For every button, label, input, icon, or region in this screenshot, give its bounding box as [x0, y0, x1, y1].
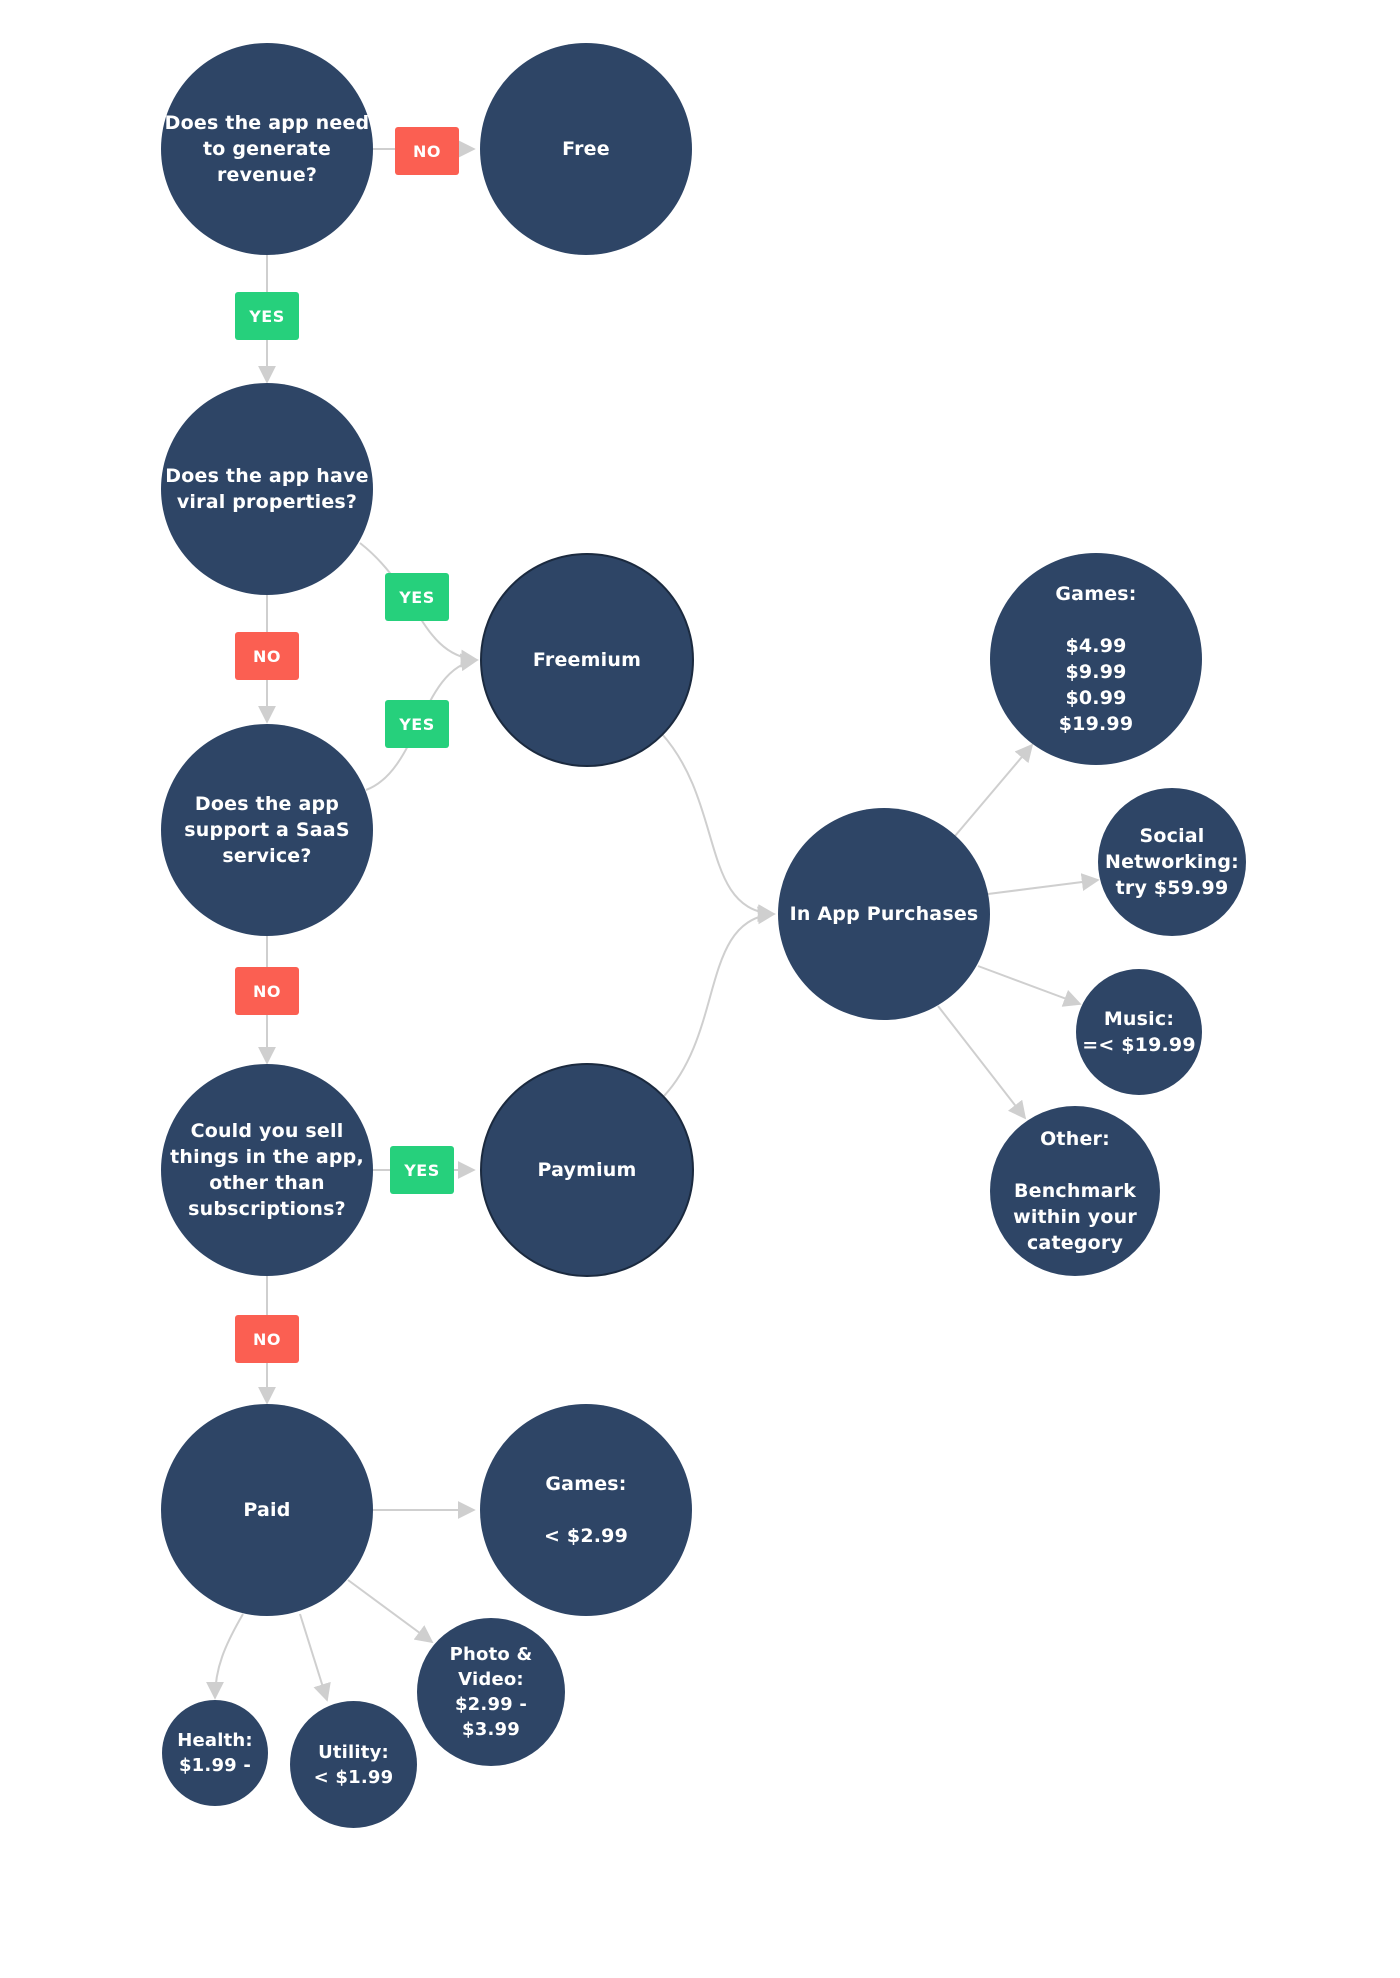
connector-paid-health [206, 1613, 244, 1700]
connector-paid-utility [299, 1613, 331, 1702]
badge-yes-saas: YES [385, 700, 449, 748]
node-free: Free [480, 43, 692, 255]
connector-inapp-games [954, 743, 1034, 837]
connector-inapp-other [937, 1005, 1027, 1120]
node-paid-photo-video: Photo & Video: $2.99 - $3.99 [417, 1618, 565, 1766]
badge-yes-viral: YES [385, 573, 449, 621]
node-paid: Paid [161, 1404, 373, 1616]
node-iap-games: Games: $4.99 $9.99 $0.99 $19.99 [990, 553, 1202, 765]
node-freemium: Freemium [480, 553, 694, 767]
connector-inapp-social [987, 873, 1100, 895]
connector-freemium-inapp [661, 733, 776, 923]
connector-paymium-inapp [663, 906, 776, 1097]
node-sell-things: Could you sell things in the app, other … [161, 1064, 373, 1276]
node-in-app-purchases: In App Purchases [778, 808, 990, 1020]
node-saas-service: Does the app support a SaaS service? [161, 724, 373, 936]
node-paid-games: Games: < $2.99 [480, 1404, 692, 1616]
node-paid-utility: Utility: < $1.99 [290, 1701, 417, 1828]
node-iap-music: Music: =< $19.99 [1076, 969, 1202, 1095]
badge-no-sell: NO [235, 1315, 299, 1363]
badge-no-viral: NO [235, 632, 299, 680]
node-needs-revenue: Does the app need to generate revenue? [161, 43, 373, 255]
connector-inapp-music [977, 965, 1082, 1007]
node-viral-properties: Does the app have viral properties? [161, 383, 373, 595]
connector-paid-photo [347, 1579, 434, 1644]
node-iap-other: Other: Benchmark within your category [990, 1106, 1160, 1276]
badge-yes-sell: YES [390, 1146, 454, 1194]
node-paymium: Paymium [480, 1063, 694, 1277]
node-paid-health: Health: $1.99 - [162, 1700, 268, 1806]
badge-yes-revenue: YES [235, 292, 299, 340]
badge-no-free: NO [395, 127, 459, 175]
node-iap-social-networking: Social Networking: try $59.99 [1098, 788, 1246, 936]
badge-no-saas: NO [235, 967, 299, 1015]
